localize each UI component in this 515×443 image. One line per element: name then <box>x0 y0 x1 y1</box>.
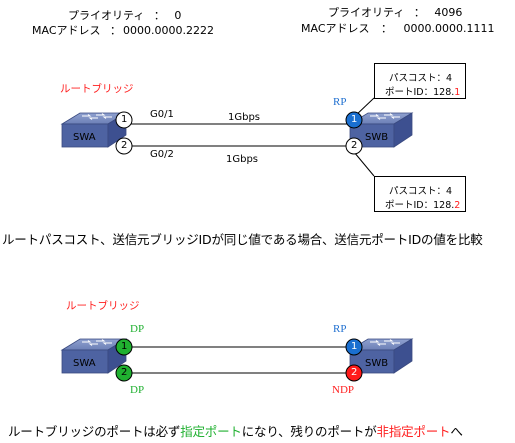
d1-link2-speed: 1Gbps <box>226 154 259 165</box>
swa-mac-row: MACアドレス ：0000.0000.2222 <box>32 25 214 36</box>
d1-link1-speed: 1Gbps <box>228 112 261 123</box>
d2-caption-part1: ルートブリッジのポートは必ず <box>8 424 181 439</box>
d1-box1-portid-suffix: 1 <box>454 87 461 98</box>
d1-swb-port-1 <box>345 111 363 129</box>
d2-swa-label: SWA <box>73 358 96 369</box>
d1-link1-interface: G0/1 <box>150 109 174 120</box>
d2-swb-port-2-number: 2 <box>351 367 358 378</box>
d1-box2-cost: パスコスト：4 <box>389 186 453 197</box>
swb-priority-value: 4096 <box>434 6 463 19</box>
swb-mac-row: MACアドレス ： 0000.0000.1111 <box>301 23 495 34</box>
d1-swa-port-2-number: 2 <box>121 140 128 151</box>
swb-priority-sep: ： <box>413 6 425 19</box>
swa-priority-row: プライオリティ ： 0 <box>68 10 181 21</box>
swa-priority-value: 0 <box>174 9 182 22</box>
d2-dp-bottom-label: DP <box>130 384 145 396</box>
d1-swa-port-1-number: 1 <box>121 114 128 125</box>
d2-caption: ルートブリッジのポートは必ず指定ポートになり、残りのポートが非指定ポートへ <box>8 424 463 439</box>
swb-priority-label: プライオリティ <box>328 6 405 19</box>
d2-ndp-label: NDP <box>332 384 355 396</box>
d1-port2-info-box: パスコスト：4 ポートID：128.2 <box>374 176 466 212</box>
d2-swa-port-1-number: 1 <box>121 341 128 352</box>
d2-caption-part5: へ <box>450 424 463 439</box>
swa-mac-value: 0000.0000.2222 <box>123 24 214 37</box>
d2-swa-port-2-number: 2 <box>121 367 128 378</box>
d1-box1-cost: パスコスト：4 <box>389 73 453 84</box>
d2-swa-port-1 <box>115 338 133 356</box>
d2-swa-port-2 <box>115 364 133 382</box>
d1-swb-port-2 <box>345 137 363 155</box>
d1-swa-label: SWA <box>73 132 96 143</box>
d1-swa-port-1 <box>115 111 133 129</box>
d2-dp-top-label: DP <box>130 323 145 335</box>
swa-mac-sep: ： <box>110 24 122 37</box>
d2-caption-designated-port: 指定ポート <box>180 424 242 439</box>
d1-swb-port-2-number: 2 <box>351 140 358 151</box>
d1-caption: ルートパスコスト、送信元ブリッジIDが同じ値である場合、送信元ポートIDの値を比… <box>2 232 483 247</box>
d1-root-bridge-label: ルートブリッジ <box>60 83 134 95</box>
swb-mac-sep: ： <box>381 22 393 35</box>
d1-box1-portid-prefix: ポートID：128. <box>385 87 455 98</box>
d2-swb-port-1-number: 1 <box>351 341 358 352</box>
d1-box2-portid-prefix: ポートID：128. <box>385 200 455 211</box>
d1-link2-interface: G0/2 <box>150 149 174 160</box>
d1-box2-connector <box>353 151 375 177</box>
d1-swa-port-2 <box>115 137 133 155</box>
d2-swb-port-2 <box>345 364 363 382</box>
d1-port1-info-box: パスコスト：4 ポートID：128.1 <box>374 63 466 99</box>
swa-priority-label: プライオリティ <box>68 9 145 22</box>
d2-caption-non-designated-port: 非指定ポート <box>376 424 451 439</box>
d1-rp-label: RP <box>333 96 347 108</box>
d1-box2-portid: ポートID：128.2 <box>385 197 460 211</box>
d2-rp-label: RP <box>333 323 347 335</box>
swa-mac-label: MACアドレス <box>32 24 101 37</box>
d1-box1-portid: ポートID：128.1 <box>385 84 460 98</box>
swb-mac-label: MACアドレス <box>301 22 370 35</box>
swb-mac-value: 0000.0000.1111 <box>403 22 495 35</box>
d2-swb-label: SWB <box>365 358 389 369</box>
d2-root-bridge-label: ルートブリッジ <box>66 300 140 312</box>
d2-swb-port-1 <box>345 338 363 356</box>
d2-caption-part3: になり、残りのポートが <box>241 424 377 439</box>
swb-priority-row: プライオリティ ： 4096 <box>328 7 462 18</box>
d1-swb-label: SWB <box>365 132 389 143</box>
d2-swb-switch-icon <box>348 338 414 374</box>
d1-box2-portid-suffix: 2 <box>454 200 461 211</box>
d1-swb-port-1-number: 1 <box>351 114 358 125</box>
swa-priority-sep: ： <box>153 9 165 22</box>
